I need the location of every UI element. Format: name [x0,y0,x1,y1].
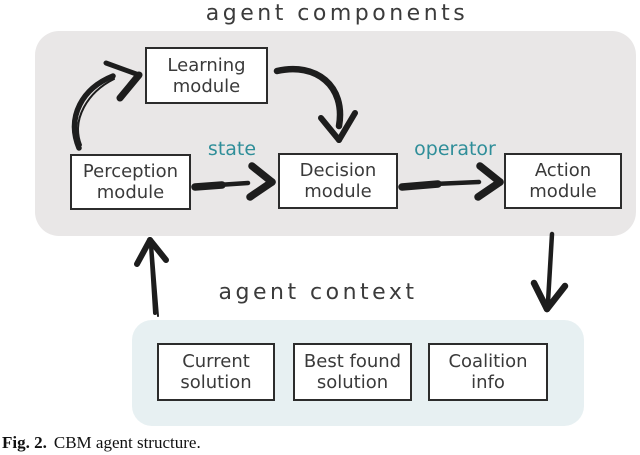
decision-module-label-line1: Decision [299,160,377,181]
perception-module-box: Perception module [70,154,191,210]
learning-module-box: Learning module [145,47,268,104]
figure-caption-label: Fig. 2. [2,433,47,452]
state-edge-label: state [207,138,257,160]
coalition-info-label-line1: Coalition [448,351,528,372]
learning-module-label-line2: module [172,75,241,97]
action-module-label-line1: Action [534,160,592,181]
perception-module-label-line1: Perception [82,161,179,182]
current-solution-label-line2: solution [180,372,252,393]
decision-module-label-line2: module [304,181,372,202]
action-module-box: Action module [504,153,622,209]
decision-module-box: Decision module [278,153,398,209]
best-found-solution-label-line1: Best found [303,351,402,372]
current-solution-label-line1: Current [182,351,250,372]
perception-module-label-line2: module [96,182,165,203]
figure-caption-text: CBM agent structure. [53,433,201,452]
operator-edge-label: operator [414,138,496,160]
action-module-label-line2: module [529,181,597,202]
learning-module-label-line1: Learning [167,54,246,76]
components-section-title: agent components [205,1,469,26]
figure-caption: Fig. 2. CBM agent structure. [2,433,201,453]
coalition-info-box: Coalition info [428,343,548,401]
coalition-info-label-line2: info [471,372,505,393]
arrow-action-to-context [530,231,569,313]
current-solution-box: Current solution [157,343,275,401]
best-found-solution-label-line2: solution [316,372,389,393]
context-section-title: agent context [218,280,418,305]
best-found-solution-box: Best found solution [293,343,412,401]
